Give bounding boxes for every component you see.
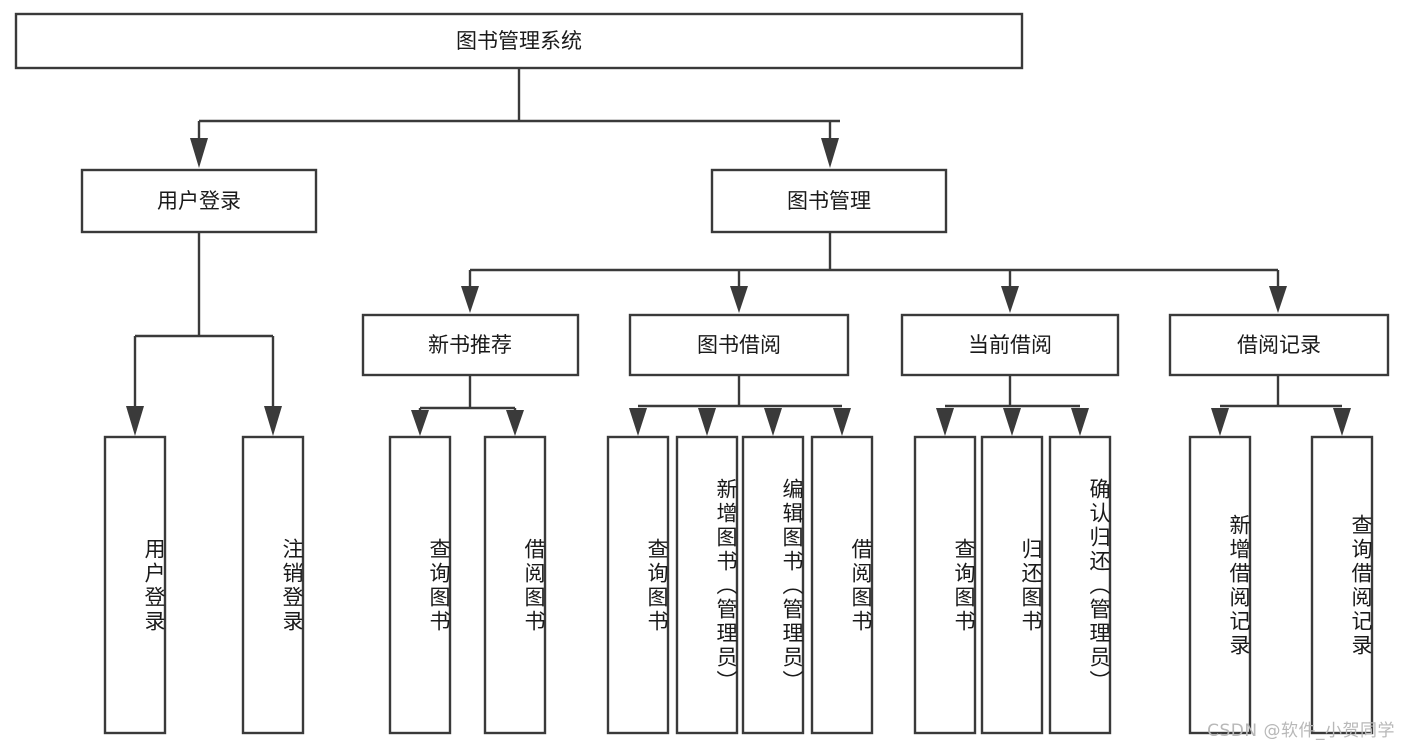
leaf-box-borrow-book-newbook[interactable] [483,435,547,735]
arrow-bookmgmt-to-record [1269,286,1287,313]
connector-group-record [1211,375,1351,436]
node-borrow-record-box[interactable] [1168,313,1390,377]
node-book-management-box[interactable] [710,168,948,234]
node-book-management[interactable]: 图书管理 [710,168,948,234]
arrow-userlogin-to-leaf-2 [264,406,282,436]
arrow-borrow-to-leaf-4 [833,408,851,436]
node-user-login-box[interactable] [80,168,318,234]
arrow-record-to-leaf-2 [1333,408,1351,436]
node-book-borrow-box[interactable] [628,313,850,377]
node-root-system-label: 图书管理系统 [456,29,582,53]
arrow-bookmgmt-to-current [1001,286,1019,313]
leaf-box-edit-book-admin[interactable] [741,435,805,735]
node-current-borrow[interactable]: 当前借阅 [900,313,1120,377]
node-book-borrow-label: 图书借阅 [697,333,781,357]
leaf-box-add-borrow-record[interactable] [1188,435,1252,735]
arrow-bookmgmt-to-newbook [461,286,479,313]
arrow-current-to-leaf-3 [1071,408,1089,436]
arrow-record-to-leaf-1 [1211,408,1229,436]
leaf-box-return-book[interactable] [980,435,1044,735]
arrow-borrow-to-leaf-2 [698,408,716,436]
node-book-borrow[interactable]: 图书借阅 [628,313,850,377]
leaf-box-user-login[interactable] [103,435,167,735]
node-book-management-label: 图书管理 [787,189,871,213]
arrow-userlogin-to-leaf-1 [126,406,144,436]
node-new-book-recommend[interactable]: 新书推荐 [361,313,580,377]
connector-group-root [190,68,840,168]
leaf-box-query-book-newbook[interactable] [388,435,452,735]
node-current-borrow-box[interactable] [900,313,1120,377]
leaf-box-logout[interactable] [241,435,305,735]
node-current-borrow-label: 当前借阅 [968,333,1052,357]
leaf-box-group [103,435,1374,735]
node-borrow-record[interactable]: 借阅记录 [1168,313,1390,377]
connector-group-borrow [629,375,851,436]
leaf-box-query-book-borrow[interactable] [606,435,670,735]
arrow-current-to-leaf-2 [1003,408,1021,436]
arrow-bookmgmt-to-borrow [730,286,748,313]
node-borrow-record-label: 借阅记录 [1237,333,1321,357]
arrow-newbook-to-leaf-2 [506,410,524,436]
leaf-box-add-book-admin[interactable] [675,435,739,735]
arrow-root-to-book-mgmt [821,138,839,168]
csdn-watermark: CSDN @软件_小贺同学 [1207,721,1395,741]
leaf-box-borrow-book[interactable] [810,435,874,735]
leaf-box-query-book-current[interactable] [913,435,977,735]
arrow-newbook-to-leaf-1 [411,410,429,436]
leaf-box-confirm-return-admin[interactable] [1048,435,1112,735]
node-new-book-recommend-box[interactable] [361,313,580,377]
leaf-box-query-borrow-record[interactable] [1310,435,1374,735]
connector-group-current [936,375,1089,436]
node-new-book-recommend-label: 新书推荐 [428,333,512,357]
arrow-borrow-to-leaf-3 [764,408,782,436]
connector-group-book-mgmt [461,232,1287,313]
node-root-system-box[interactable] [14,12,1024,70]
node-user-login[interactable]: 用户登录 [80,168,318,234]
arrow-current-to-leaf-1 [936,408,954,436]
connector-group-newbook [411,375,524,436]
arrow-borrow-to-leaf-1 [629,408,647,436]
connector-group-user-login [126,232,282,436]
node-root-system[interactable]: 图书管理系统 [14,12,1024,70]
arrow-root-to-user-login [190,138,208,168]
node-user-login-label: 用户登录 [157,189,241,213]
